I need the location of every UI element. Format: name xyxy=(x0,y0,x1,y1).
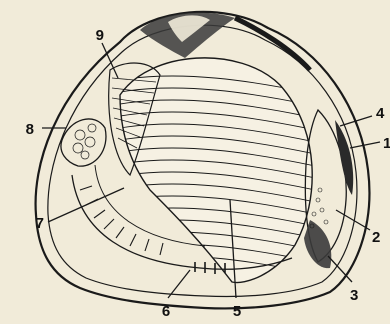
label-3: 3 xyxy=(350,287,358,304)
label-4: 4 xyxy=(376,105,385,122)
label-6: 6 xyxy=(162,303,170,320)
label-1: 1 xyxy=(383,135,390,152)
siphon-dark-band xyxy=(335,120,353,195)
label-2: 2 xyxy=(372,229,380,246)
foot-ridges xyxy=(80,186,163,255)
label-8: 8 xyxy=(26,121,34,138)
label-9: 9 xyxy=(96,27,104,44)
label-7: 7 xyxy=(36,215,44,232)
adductor-texture xyxy=(73,124,96,159)
label-5: 5 xyxy=(233,303,241,320)
adductor-muscle xyxy=(61,119,106,166)
gill-outline xyxy=(120,58,312,283)
siphon-lower-mass xyxy=(304,220,331,268)
